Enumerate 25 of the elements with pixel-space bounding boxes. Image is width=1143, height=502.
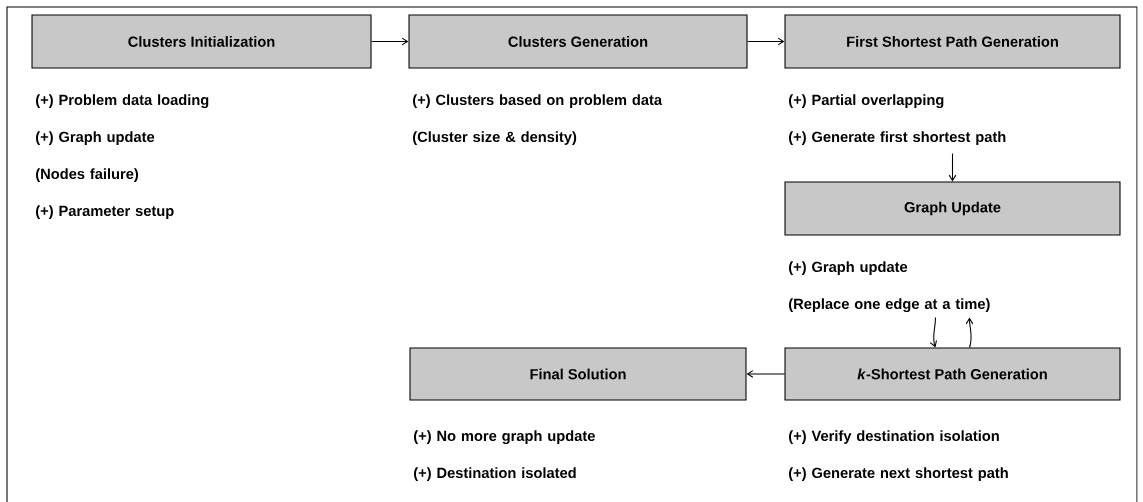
annotation-text: (+) Verify destination isolation xyxy=(789,430,999,444)
arrow xyxy=(747,37,785,46)
arrow xyxy=(746,370,785,378)
annotation-text: (+) Graph update xyxy=(36,131,155,145)
annotation-text: (+) Partial overlapping xyxy=(789,94,944,108)
process-box: Clusters Initialization xyxy=(31,14,372,69)
arrow xyxy=(371,37,409,46)
annotation-text: (+) Destination isolated xyxy=(414,467,576,481)
annotation-text: (+) Graph update xyxy=(789,261,908,275)
arrow xyxy=(965,317,974,348)
process-box: k-Shortest Path Generation xyxy=(784,347,1121,401)
annotation-text: (+) Generate next shortest path xyxy=(789,467,1008,481)
annotation-text: (+) Problem data loading xyxy=(36,94,209,108)
process-box: Final Solution xyxy=(409,347,747,401)
process-box: First Shortest Path Generation xyxy=(784,14,1121,69)
process-box: Clusters Generation xyxy=(408,14,748,69)
annotation-text: (+) No more graph update xyxy=(414,430,595,444)
annotation-text: (Replace one edge at a time) xyxy=(789,298,990,312)
process-box: Graph Update xyxy=(784,181,1121,236)
annotation-text: (+) Generate first shortest path xyxy=(789,131,1006,145)
annotation-text: (Nodes failure) xyxy=(36,168,139,182)
arrow xyxy=(929,317,937,348)
arrow xyxy=(948,153,957,182)
annotation-text: (+) Clusters based on problem data (Cluster size & density) xyxy=(413,94,663,145)
annotation-text: (+) Parameter setup xyxy=(36,205,174,219)
